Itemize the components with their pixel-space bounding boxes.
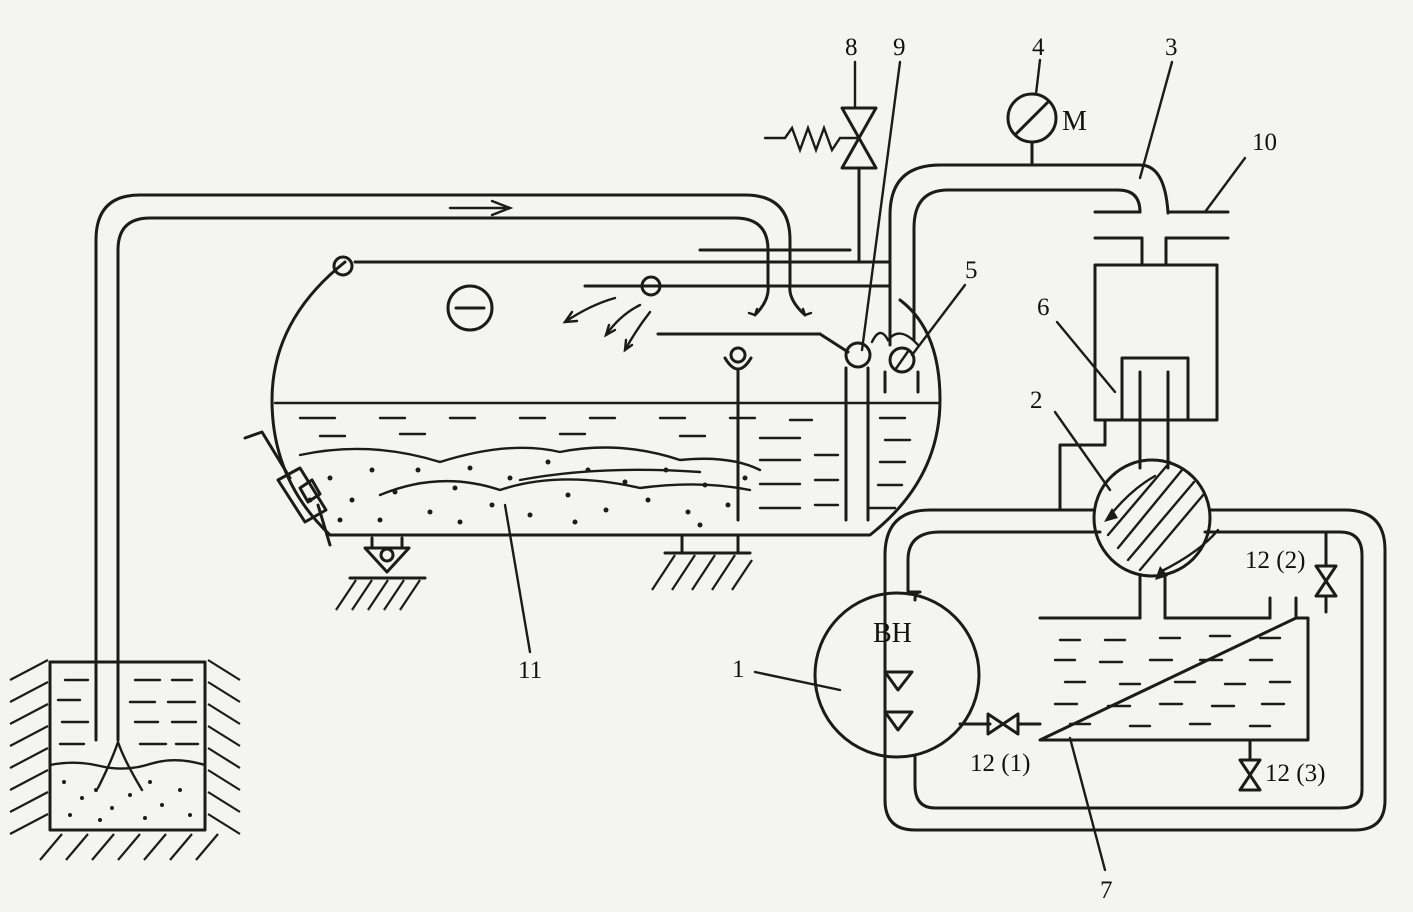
label-5: 5 [965,257,978,284]
outlet-arrowheads [747,307,813,317]
valve-5-seat [883,370,920,394]
float-pivot-left [332,255,354,277]
float-pivot-right [640,275,662,297]
pit-ground-hatching-left [9,659,49,835]
label-3: 3 [1165,34,1178,61]
tank-shell [270,260,942,537]
suction-pipe-inner [116,216,770,742]
separator-drain-line [1058,418,1107,512]
separator-body [1093,263,1219,422]
label-2: 2 [1030,387,1043,414]
pit-intake-mound [96,738,144,792]
label-7: 7 [1100,877,1113,904]
suction-pipe-outer [94,193,792,742]
valve-12-2-body [1314,564,1338,598]
pit-sediment-dots [62,780,192,822]
water-tank-7 [1038,596,1310,742]
level-sensor [723,346,753,522]
label-12-2: 12 (2) [1245,547,1305,574]
rotary-valve-body [1092,458,1212,578]
drain-handle [243,430,292,480]
water-tank-dashes [1053,634,1292,728]
valve-12-1 [986,712,1042,736]
label-pump-bh: BH [873,618,912,649]
valve-12-2 [1314,530,1338,614]
inflow-arrows [562,296,652,353]
loop-inner [913,530,1364,810]
pump-impeller-lower [883,710,914,732]
pit-sediment-line [48,759,207,770]
label-11: 11 [518,657,542,684]
label-gauge-m: M [1062,106,1087,137]
flow-direction-arrow [448,199,514,217]
float-valve-5 [888,346,916,374]
tank-support-left [335,536,427,611]
label-12-3: 12 (3) [1265,760,1325,787]
valve-12-1-body [986,712,1020,736]
label-8: 8 [845,34,858,61]
vacuum-sign [446,284,494,332]
pipe-outlet-spread [753,283,807,317]
sediment-wave-1 [378,478,752,497]
float-valve-9 [844,341,872,369]
loop-outer [883,508,1387,832]
separator-inner-cup [1120,356,1190,422]
sediment-particles [307,459,748,528]
sediment-wave-2 [518,468,702,482]
rotary-valve-vanes [1106,460,1206,572]
drain-cover-inner [298,478,322,504]
water-tank-body [1038,616,1310,742]
float-rod-end [818,332,850,354]
valve-5-cap [870,331,920,347]
label-12-1: 12 (1) [970,750,1030,777]
drain-link [316,503,332,547]
tank-water-dashes [298,416,912,510]
tank-support-right [651,533,753,591]
pit-ground-hatching-right [207,659,241,835]
label-4: 4 [1032,34,1045,61]
air-pipe-outer [888,163,1170,347]
label-10: 10 [1252,129,1277,156]
sediment-surface [298,446,762,472]
drain-cover [276,466,328,524]
safety-valve-8 [763,106,878,264]
safety-valve-body [840,106,878,170]
leader-lines [503,58,1247,872]
pit-ground-hatching-bottom [39,833,219,861]
valve-12-3 [1238,738,1262,792]
air-pipe-3 [888,92,1170,347]
gauge-needle [1014,100,1050,136]
valve-12-3-body [1238,758,1262,792]
float-valve-5-slash [893,348,911,372]
settling-tank [243,248,942,611]
label-6: 6 [1037,294,1050,321]
air-pipe-inner [912,188,1142,342]
safety-valve-spring [763,124,861,154]
pressure-gauge [1006,92,1058,144]
label-9: 9 [893,34,906,61]
suction-pipe [94,193,813,742]
pump-body [813,591,981,759]
rotary-valve-2 [1092,458,1220,620]
source-pit [9,659,241,861]
pump-impeller-upper [883,670,914,692]
drain-hatch [243,430,332,547]
vacuum-pump-1 [813,591,992,759]
rotary-flow-arrow-out [1158,528,1220,574]
pit-water-dashes [56,678,200,746]
pit-container [48,660,207,832]
label-1: 1 [732,656,745,683]
loop-inner-top-left [906,530,1102,602]
labels: 8 9 4 3 M 10 5 6 2 12 (2) BH 1 11 12 (1)… [518,34,1325,904]
rotary-flow-arrowhead-in [1104,508,1118,522]
separator-6 [1058,210,1230,512]
